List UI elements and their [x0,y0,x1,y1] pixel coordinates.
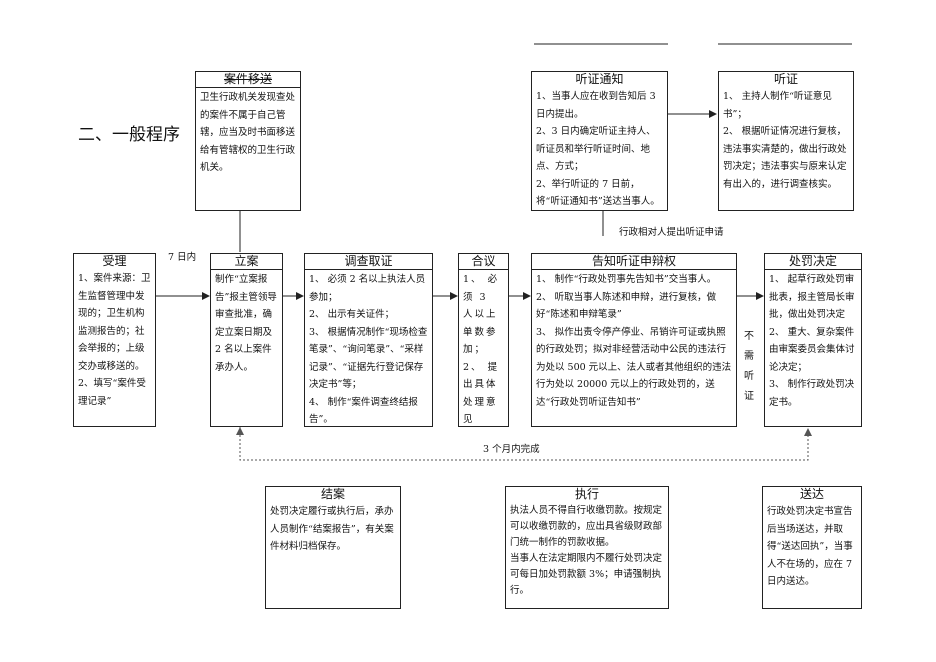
box-hearing: 听证 1、 主持人制作“听证意见书”； 2、 根据听证情况进行复核，违法事实清楚… [718,71,854,211]
box-execute-title: 执行 [574,487,599,501]
box-accept-body: 1、案件来源：卫生监督管理中发现的；卫生机构监测报告的；社会举报的；上级交办或移… [74,269,155,410]
box-investigate-title: 调查取证 [305,254,432,270]
box-hearing-notice: 听证通知 1、当事人应在收到告知后 3 日内提出。 2、3 日内确定听证主持人、… [531,71,668,211]
box-deliver-title: 送达 [799,487,824,501]
box-transfer-body: 卫生行政机关发现查处的案件不属于自己管辖，应当及时书面移送给有管辖权的卫生行政机… [196,88,300,177]
box-execute-body: 执法人员不得自行收缴罚款。按规定可以收缴罚款的，应出具省级财政部门统一制作的罚款… [506,502,668,599]
box-decision-title: 处罚决定 [765,254,861,270]
box-discuss: 合议 1、 必须 3 人以上单数参加； 2、 提出具体处理意见 [458,253,509,427]
box-close-case-body: 处罚决定履行或执行后，承办人员制作“结案报告”，有关案件材料归档保存。 [266,502,400,556]
box-investigate: 调查取证 1、 必须 2 名以上执法人员参加； 2、 出示有关证件； 3、 根据… [304,253,433,427]
box-investigate-line: 4、 制作“案件调查终结报告”。 [309,396,418,426]
box-inform-rights-line: 1、 制作“行政处罚事先告知书”交当事人。 [536,274,717,285]
box-hearing-notice-line: 2、举行听证的 7 日前，将“听证通知书”送达当事人。 [536,178,660,208]
box-inform-rights-body: 1、 制作“行政处罚事先告知书”交当事人。 2、 听取当事人陈述和申辩，进行复核… [532,270,736,411]
label-no-hearing: 不需听证 [744,331,754,402]
label-seven-days: 7 日内 [168,252,197,263]
box-hearing-notice-line: 1、当事人应在收到告知后 3 日内提出。 [536,91,656,120]
box-discuss-line: 1、 必须 3 人以上单数参加； [463,274,500,355]
box-inform-rights-line: 2、 听取当事人陈述和申辩，进行复核，做好“陈述和申辩笔录” [536,291,717,321]
box-accept-line: 2、填写“案件受理记录” [78,378,146,407]
box-execute-line: 当事人在法定期限内不履行处罚决定可每日加处罚款额 3%；申请强制执行。 [510,553,663,596]
box-hearing-notice-line: 2、3 日内确定听证主持人、听证员和举行听证时间、地点、方式； [536,126,656,172]
box-file-case-body: 制作“立案报告”报主管领导审查批准，确定立案日期及 2 名以上案件承办人。 [211,270,282,376]
box-transfer-line: 卫生行政机关发现查处的案件不属于自己管辖，应当及时书面移送给有管辖权的卫生行政机… [200,92,296,173]
box-investigate-line: 3、 根据情况制作“现场检查笔录”、“询问笔录”、“采样记录”、“证据先行登记保… [309,326,428,391]
box-inform-rights-line: 3、 拟作出责令停产停业、吊销许可证或执照的行政处罚；拟对非经营活动中公民的违法… [536,326,732,408]
box-decision-line: 1、 起草行政处罚审批表，报主管局长审批，做出处罚决定 [769,274,855,320]
box-deliver-body: 行政处罚决定书宣告后当场送达，并取得“送达回执”，当事人不在场的，应在 7 日内… [763,502,861,591]
box-deliver: 送达 行政处罚决定书宣告后当场送达，并取得“送达回执”，当事人不在场的，应在 7… [762,486,862,609]
box-decision: 处罚决定 1、 起草行政处罚审批表，报主管局长审批，做出处罚决定 2、 重大、复… [764,253,862,427]
box-inform-rights-title: 告知听证申辩权 [532,254,736,270]
box-decision-line: 3、 制作行政处罚决定书。 [769,379,855,408]
label-three-months: 3 个月内完成 [483,444,540,455]
box-inform-rights: 告知听证申辩权 1、 制作“行政处罚事先告知书”交当事人。 2、 听取当事人陈述… [531,253,737,427]
box-transfer-title: 案件移送 [196,72,300,88]
box-decision-line: 2、 重大、复杂案件由审案委员会集体讨论决定； [769,326,855,373]
box-hearing-notice-body: 1、当事人应在收到告知后 3 日内提出。 2、3 日内确定听证主持人、听证员和举… [532,87,667,211]
box-investigate-line: 2、 出示有关证件； [309,309,395,320]
label-hearing-request: 行政相对人提出听证申请 [619,227,724,238]
box-file-case: 立案 制作“立案报告”报主管领导审查批准，确定立案日期及 2 名以上案件承办人。 [210,253,283,427]
box-accept-title: 受理 [102,254,127,268]
box-discuss-line: 2、 提出具体处理意见 [463,361,500,426]
box-execute: 执行 执法人员不得自行收缴罚款。按规定可以收缴罚款的，应出具省级财政部门统一制作… [505,486,669,609]
box-decision-body: 1、 起草行政处罚审批表，报主管局长审批，做出处罚决定 2、 重大、复杂案件由审… [765,270,861,411]
box-hearing-line: 2、 根据听证情况进行复核，违法事实清楚的，做出行政处罚决定；违法事实与原来认定… [723,126,847,190]
box-hearing-title: 听证 [773,72,798,86]
box-hearing-body: 1、 主持人制作“听证意见书”； 2、 根据听证情况进行复核，违法事实清楚的，做… [719,87,853,193]
box-execute-line: 执法人员不得自行收缴罚款。按规定可以收缴罚款的，应出具省级财政部门统一制作的罚款… [510,505,663,548]
box-close-case-title: 结案 [320,487,345,501]
box-deliver-line: 行政处罚决定书宣告后当场送达，并取得“送达回执”，当事人不在场的，应在 7 日内… [767,506,853,587]
box-discuss-body: 1、 必须 3 人以上单数参加； 2、 提出具体处理意见 [459,270,508,429]
box-close-case: 结案 处罚决定履行或执行后，承办人员制作“结案报告”，有关案件材料归档保存。 [265,486,401,609]
box-hearing-notice-title: 听证通知 [575,72,624,86]
box-investigate-line: 1、 必须 2 名以上执法人员参加； [309,274,426,303]
box-hearing-line: 1、 主持人制作“听证意见书”； [723,91,832,120]
box-file-case-title: 立案 [211,254,282,270]
box-discuss-title: 合议 [459,254,508,270]
box-investigate-body: 1、 必须 2 名以上执法人员参加； 2、 出示有关证件； 3、 根据情况制作“… [305,270,432,429]
box-transfer: 案件移送 卫生行政机关发现查处的案件不属于自己管辖，应当及时书面移送给有管辖权的… [195,71,301,211]
box-accept: 受理 1、案件来源：卫生监督管理中发现的；卫生机构监测报告的；社会举报的；上级交… [73,253,156,427]
box-accept-line: 1、案件来源：卫生监督管理中发现的；卫生机构监测报告的；社会举报的；上级交办或移… [78,273,151,372]
box-file-case-line: 制作“立案报告”报主管领导审查批准，确定立案日期及 2 名以上案件承办人。 [215,274,277,373]
section-title: 二、一般程序 [78,125,180,145]
box-close-case-line: 处罚决定履行或执行后，承办人员制作“结案报告”，有关案件材料归档保存。 [270,506,394,552]
